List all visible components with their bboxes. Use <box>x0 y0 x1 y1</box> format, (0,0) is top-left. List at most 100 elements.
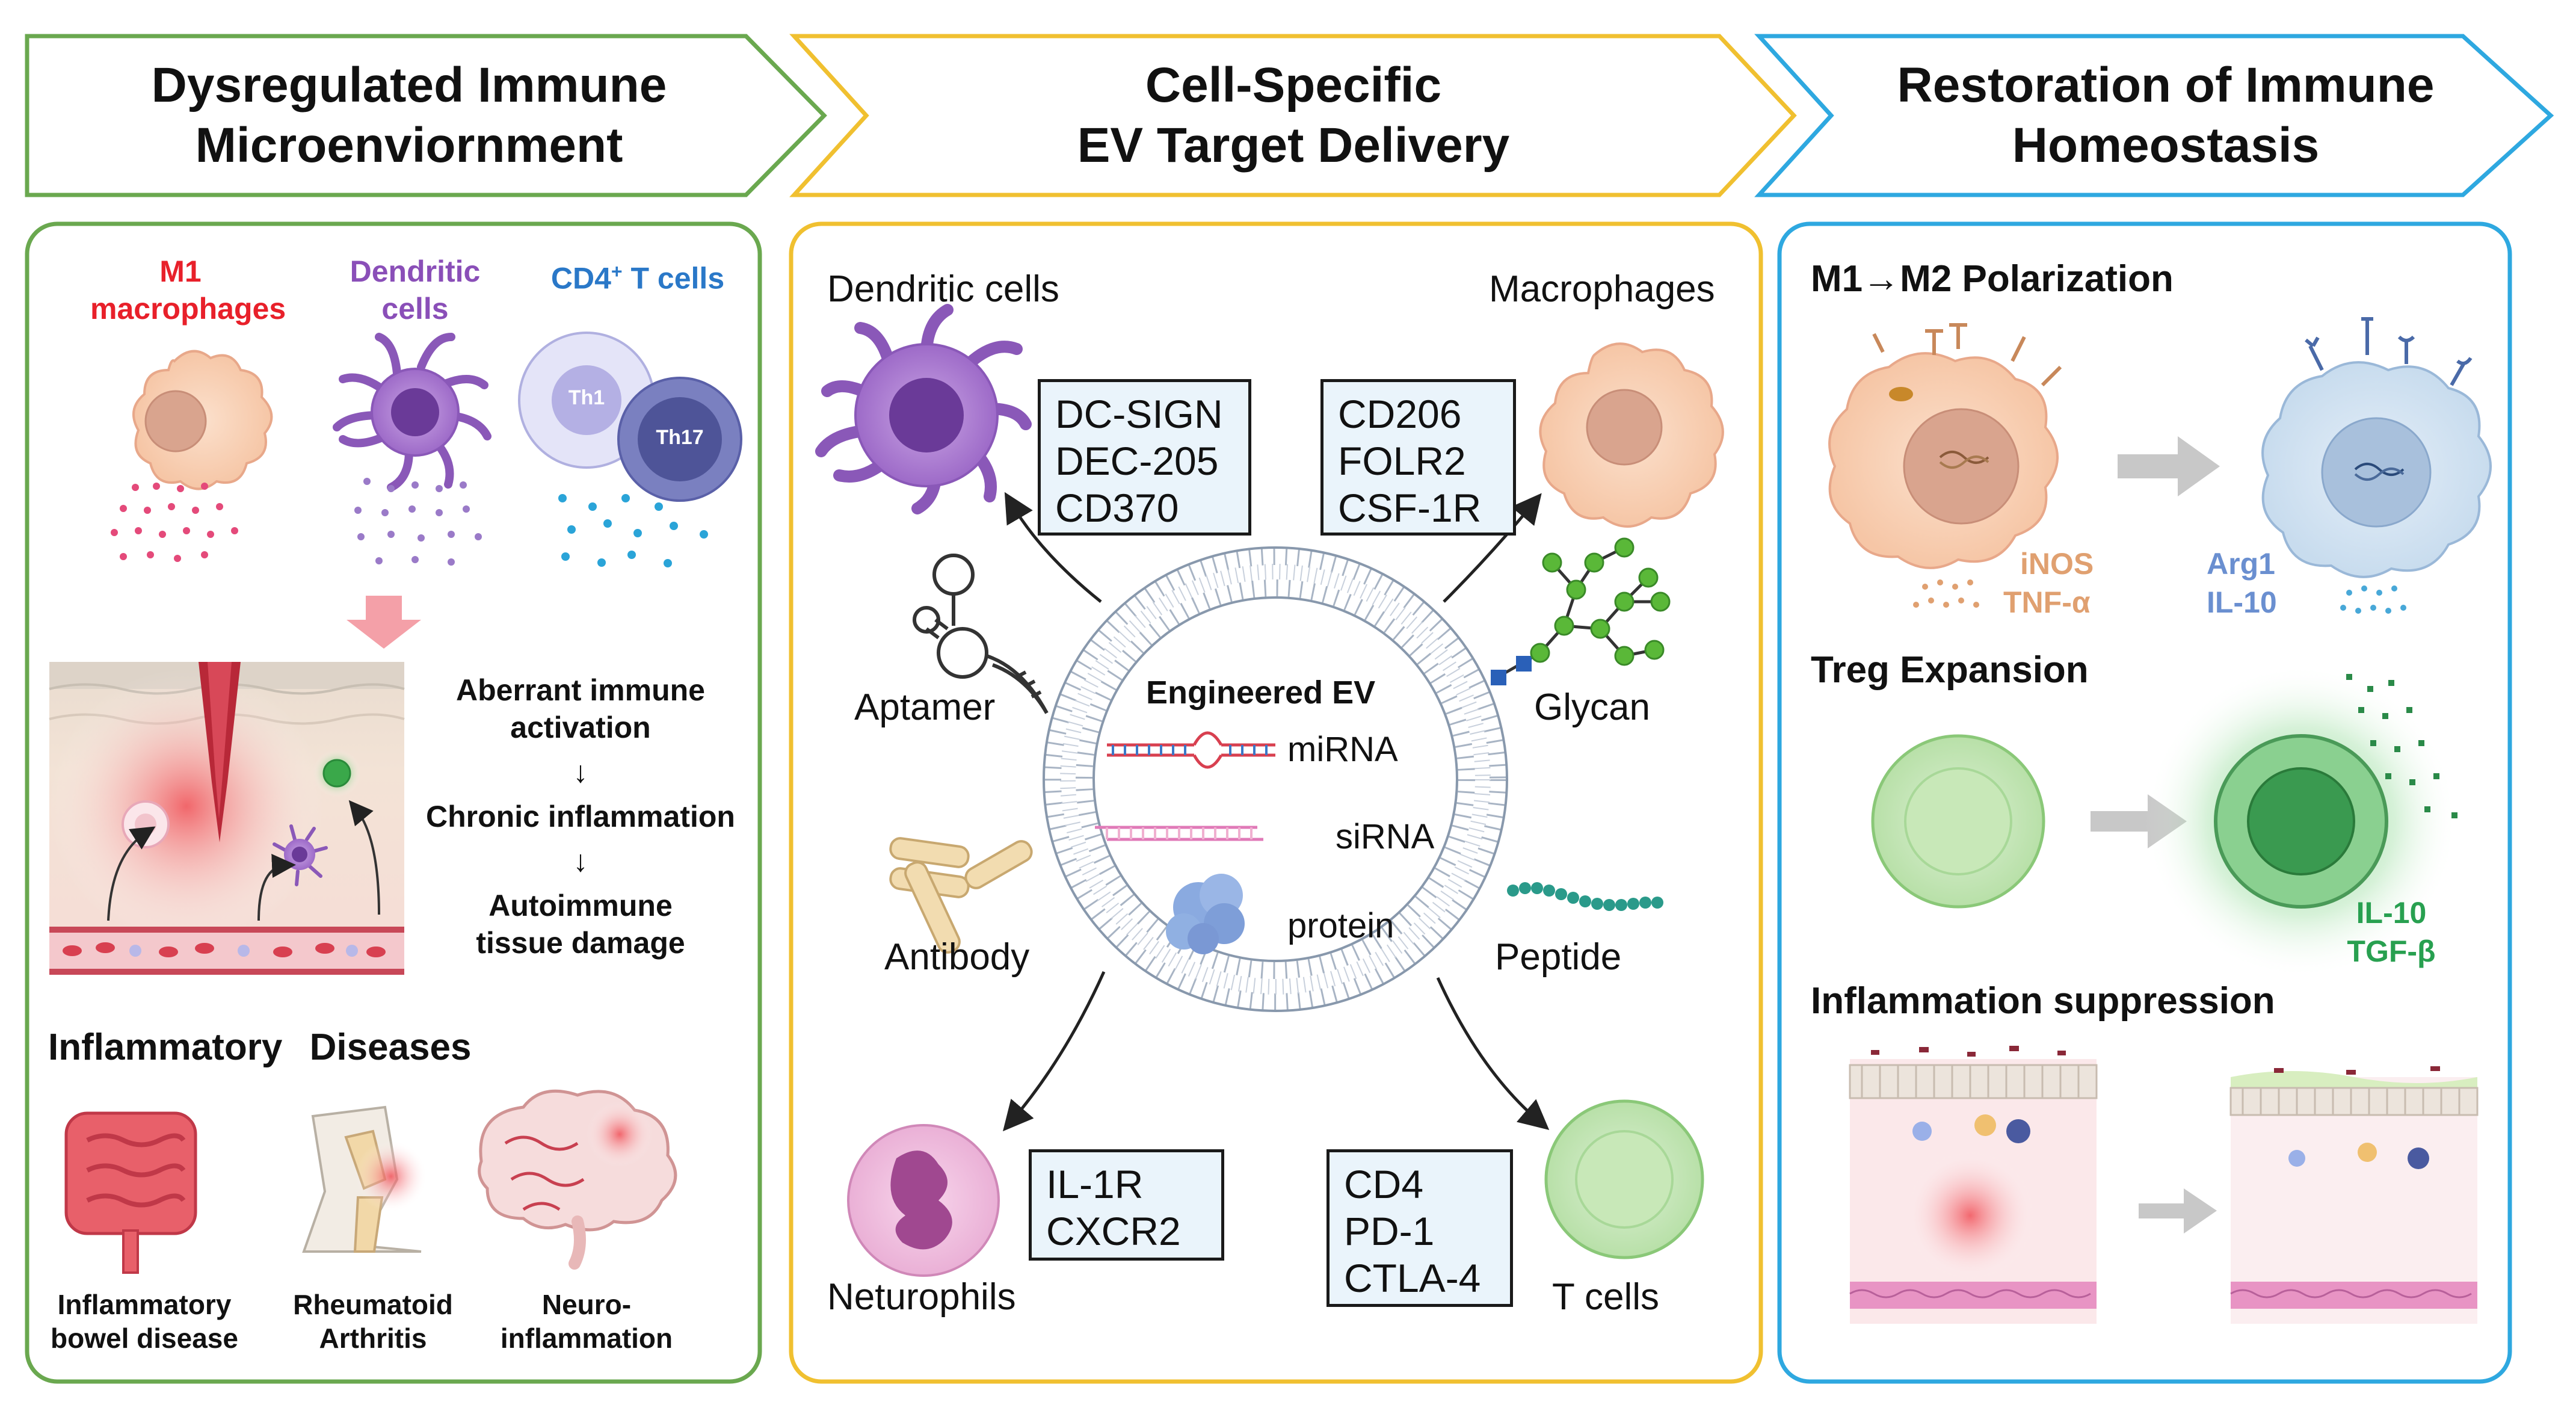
aptamer-label: Aptamer <box>854 687 996 728</box>
m1-markers: iNOS TNF-α <box>2003 545 2094 622</box>
mirna-icon <box>1107 731 1275 769</box>
header-1-title: Dysregulated Immune Microenviornment <box>72 55 746 176</box>
header-chevron-1 <box>25 34 827 197</box>
m2-marker-il10: IL-10 <box>2207 585 2277 619</box>
antibody-icon <box>889 837 1033 954</box>
glycan-icon <box>1491 537 1671 685</box>
m2-marker-arg1: Arg1 <box>2207 547 2275 581</box>
treg-marker-il10: IL-10 <box>2356 896 2427 930</box>
healed-epithelium-illustration <box>2229 1066 2479 1324</box>
polarization-section-title: M1→M2 Polarization <box>1811 258 2174 300</box>
arrow-to-dendritic <box>1004 492 1102 603</box>
mirna-label: miRNA <box>1287 730 1398 769</box>
th17-cell-icon <box>617 377 742 502</box>
m1-label-line1: M1 <box>159 255 202 288</box>
peptide-label: Peptide <box>1495 936 1622 978</box>
dendritic-marker-box: DC-SIGN DEC-205 CD370 <box>1038 379 1251 536</box>
cd4-label-main: CD4 <box>550 261 611 295</box>
dc-label-line2: cells <box>381 292 449 326</box>
tcell-target-label: T cells <box>1552 1276 1660 1318</box>
header-2-line1: Cell-Specific <box>1145 58 1442 113</box>
cascade-line-4: Autoimmune <box>488 889 673 922</box>
m1-label-line2: macrophages <box>90 292 286 326</box>
protein-label: protein <box>1287 906 1394 945</box>
neutrophil-target-icon <box>847 1124 1000 1277</box>
engineered-ev-membrane <box>1043 546 1508 1012</box>
cascade-line-1: Aberrant immune <box>456 673 705 707</box>
aptamer-icon <box>913 554 1049 714</box>
mph-marker-1: CD206 <box>1338 392 1462 436</box>
sirna-label: siRNA <box>1336 817 1435 856</box>
ibd-line2: bowel disease <box>51 1323 238 1354</box>
dendritic-cell-label: Dendritic cells <box>325 253 505 327</box>
cd4-label-suffix: T cells <box>622 261 725 295</box>
neutro-marker-1: IL-1R <box>1046 1162 1144 1206</box>
dc-marker-1: DC-SIGN <box>1055 392 1223 436</box>
m1-marker-inos: iNOS <box>2020 547 2094 581</box>
arrow-to-tcell <box>1436 977 1550 1130</box>
tcell-marker-1: CD4 <box>1344 1162 1424 1206</box>
macrophage-marker-box: CD206 FOLR2 CSF-1R <box>1320 379 1516 536</box>
cd4-label-sup: + <box>611 261 623 282</box>
cascade-text: Aberrant immune activation ↓ Chronic inf… <box>409 668 752 965</box>
macrophage-target-label: Macrophages <box>1489 268 1715 310</box>
inflamed-tissue-illustration <box>48 662 405 975</box>
tcell-cytokine-dots <box>558 494 708 567</box>
neutrophil-target-label: Neturophils <box>827 1276 1016 1318</box>
neutrophil-marker-box: IL-1R CXCR2 <box>1029 1149 1224 1261</box>
neuro-line2: inflammation <box>500 1323 673 1354</box>
engineered-ev-title: Engineered EV <box>1146 675 1376 711</box>
th17-label: Th17 <box>656 426 704 449</box>
diseases-title-word2: Diseases <box>309 1027 472 1068</box>
cascade-arrow-1: ↓ <box>573 755 588 789</box>
m1-macrophage-icon <box>132 350 273 490</box>
m1-cytokine-dots <box>111 483 238 562</box>
arrow-to-neutrophil <box>1002 971 1106 1132</box>
header-chevron-2 <box>789 34 1797 197</box>
header-1-line1: Dysregulated Immune <box>151 58 667 113</box>
macrophage-target-icon <box>1539 342 1724 528</box>
treg-marker-tgfb: TGF-β <box>2347 934 2436 968</box>
peptide-icon <box>1507 882 1663 911</box>
header-3-line1: Restoration of Immune <box>1897 58 2435 113</box>
m1-marker-tnf: TNF-α <box>2003 585 2091 619</box>
sirna-icon <box>1095 826 1263 841</box>
tcell-marker-2: PD-1 <box>1344 1209 1435 1253</box>
disease-ra-label: Rheumatoid Arthritis <box>271 1288 475 1355</box>
dc-cytokine-dots <box>354 478 482 566</box>
m1-cytokine-dots-p3 <box>1913 579 1979 608</box>
cascade-line-2: activation <box>510 711 651 744</box>
ra-line2: Arthritis <box>319 1323 427 1354</box>
intestine-icon <box>64 1111 197 1274</box>
naive-tcell-icon <box>1871 734 2045 909</box>
header-2-title: Cell-Specific EV Target Delivery <box>878 55 1709 176</box>
antibody-label: Antibody <box>884 936 1030 978</box>
grey-arrow-suppression <box>2139 1188 2217 1234</box>
tcell-marker-box: CD4 PD-1 CTLA-4 <box>1327 1149 1513 1307</box>
dc-label-line1: Dendritic <box>350 255 481 288</box>
arrow-to-macrophage <box>1443 493 1542 603</box>
m2-cytokine-dots <box>2340 585 2406 614</box>
suppression-section-title: Inflammation suppression <box>1811 980 2275 1022</box>
m2-macrophage-icon <box>2261 317 2492 578</box>
dendritic-target-label: Dendritic cells <box>827 268 1059 310</box>
neutro-marker-2: CXCR2 <box>1046 1209 1181 1253</box>
diseases-title: Inflammatory Diseases <box>48 1026 471 1069</box>
treg-cell-icon <box>2214 734 2388 909</box>
tcell-marker-3: CTLA-4 <box>1344 1256 1481 1300</box>
inflamed-epithelium-illustration <box>1849 1046 2098 1324</box>
mph-marker-3: CSF-1R <box>1338 486 1482 530</box>
cascade-line-3: Chronic inflammation <box>426 800 735 833</box>
th1-label: Th1 <box>568 386 605 409</box>
diseases-title-word1: Inflammatory <box>48 1027 283 1068</box>
cd4-tcell-label: CD4+ T cells <box>535 253 740 297</box>
m1-macrophage-label: M1 macrophages <box>90 253 286 327</box>
ibd-line1: Inflammatory <box>57 1289 232 1320</box>
mph-marker-2: FOLR2 <box>1338 439 1466 483</box>
glycan-label: Glycan <box>1534 687 1650 728</box>
grey-arrow-m1-m2 <box>2118 436 2220 496</box>
treg-section-title: Treg Expansion <box>1811 649 2089 691</box>
cascade-line-5: tissue damage <box>476 926 685 960</box>
dc-marker-3: CD370 <box>1055 486 1179 530</box>
